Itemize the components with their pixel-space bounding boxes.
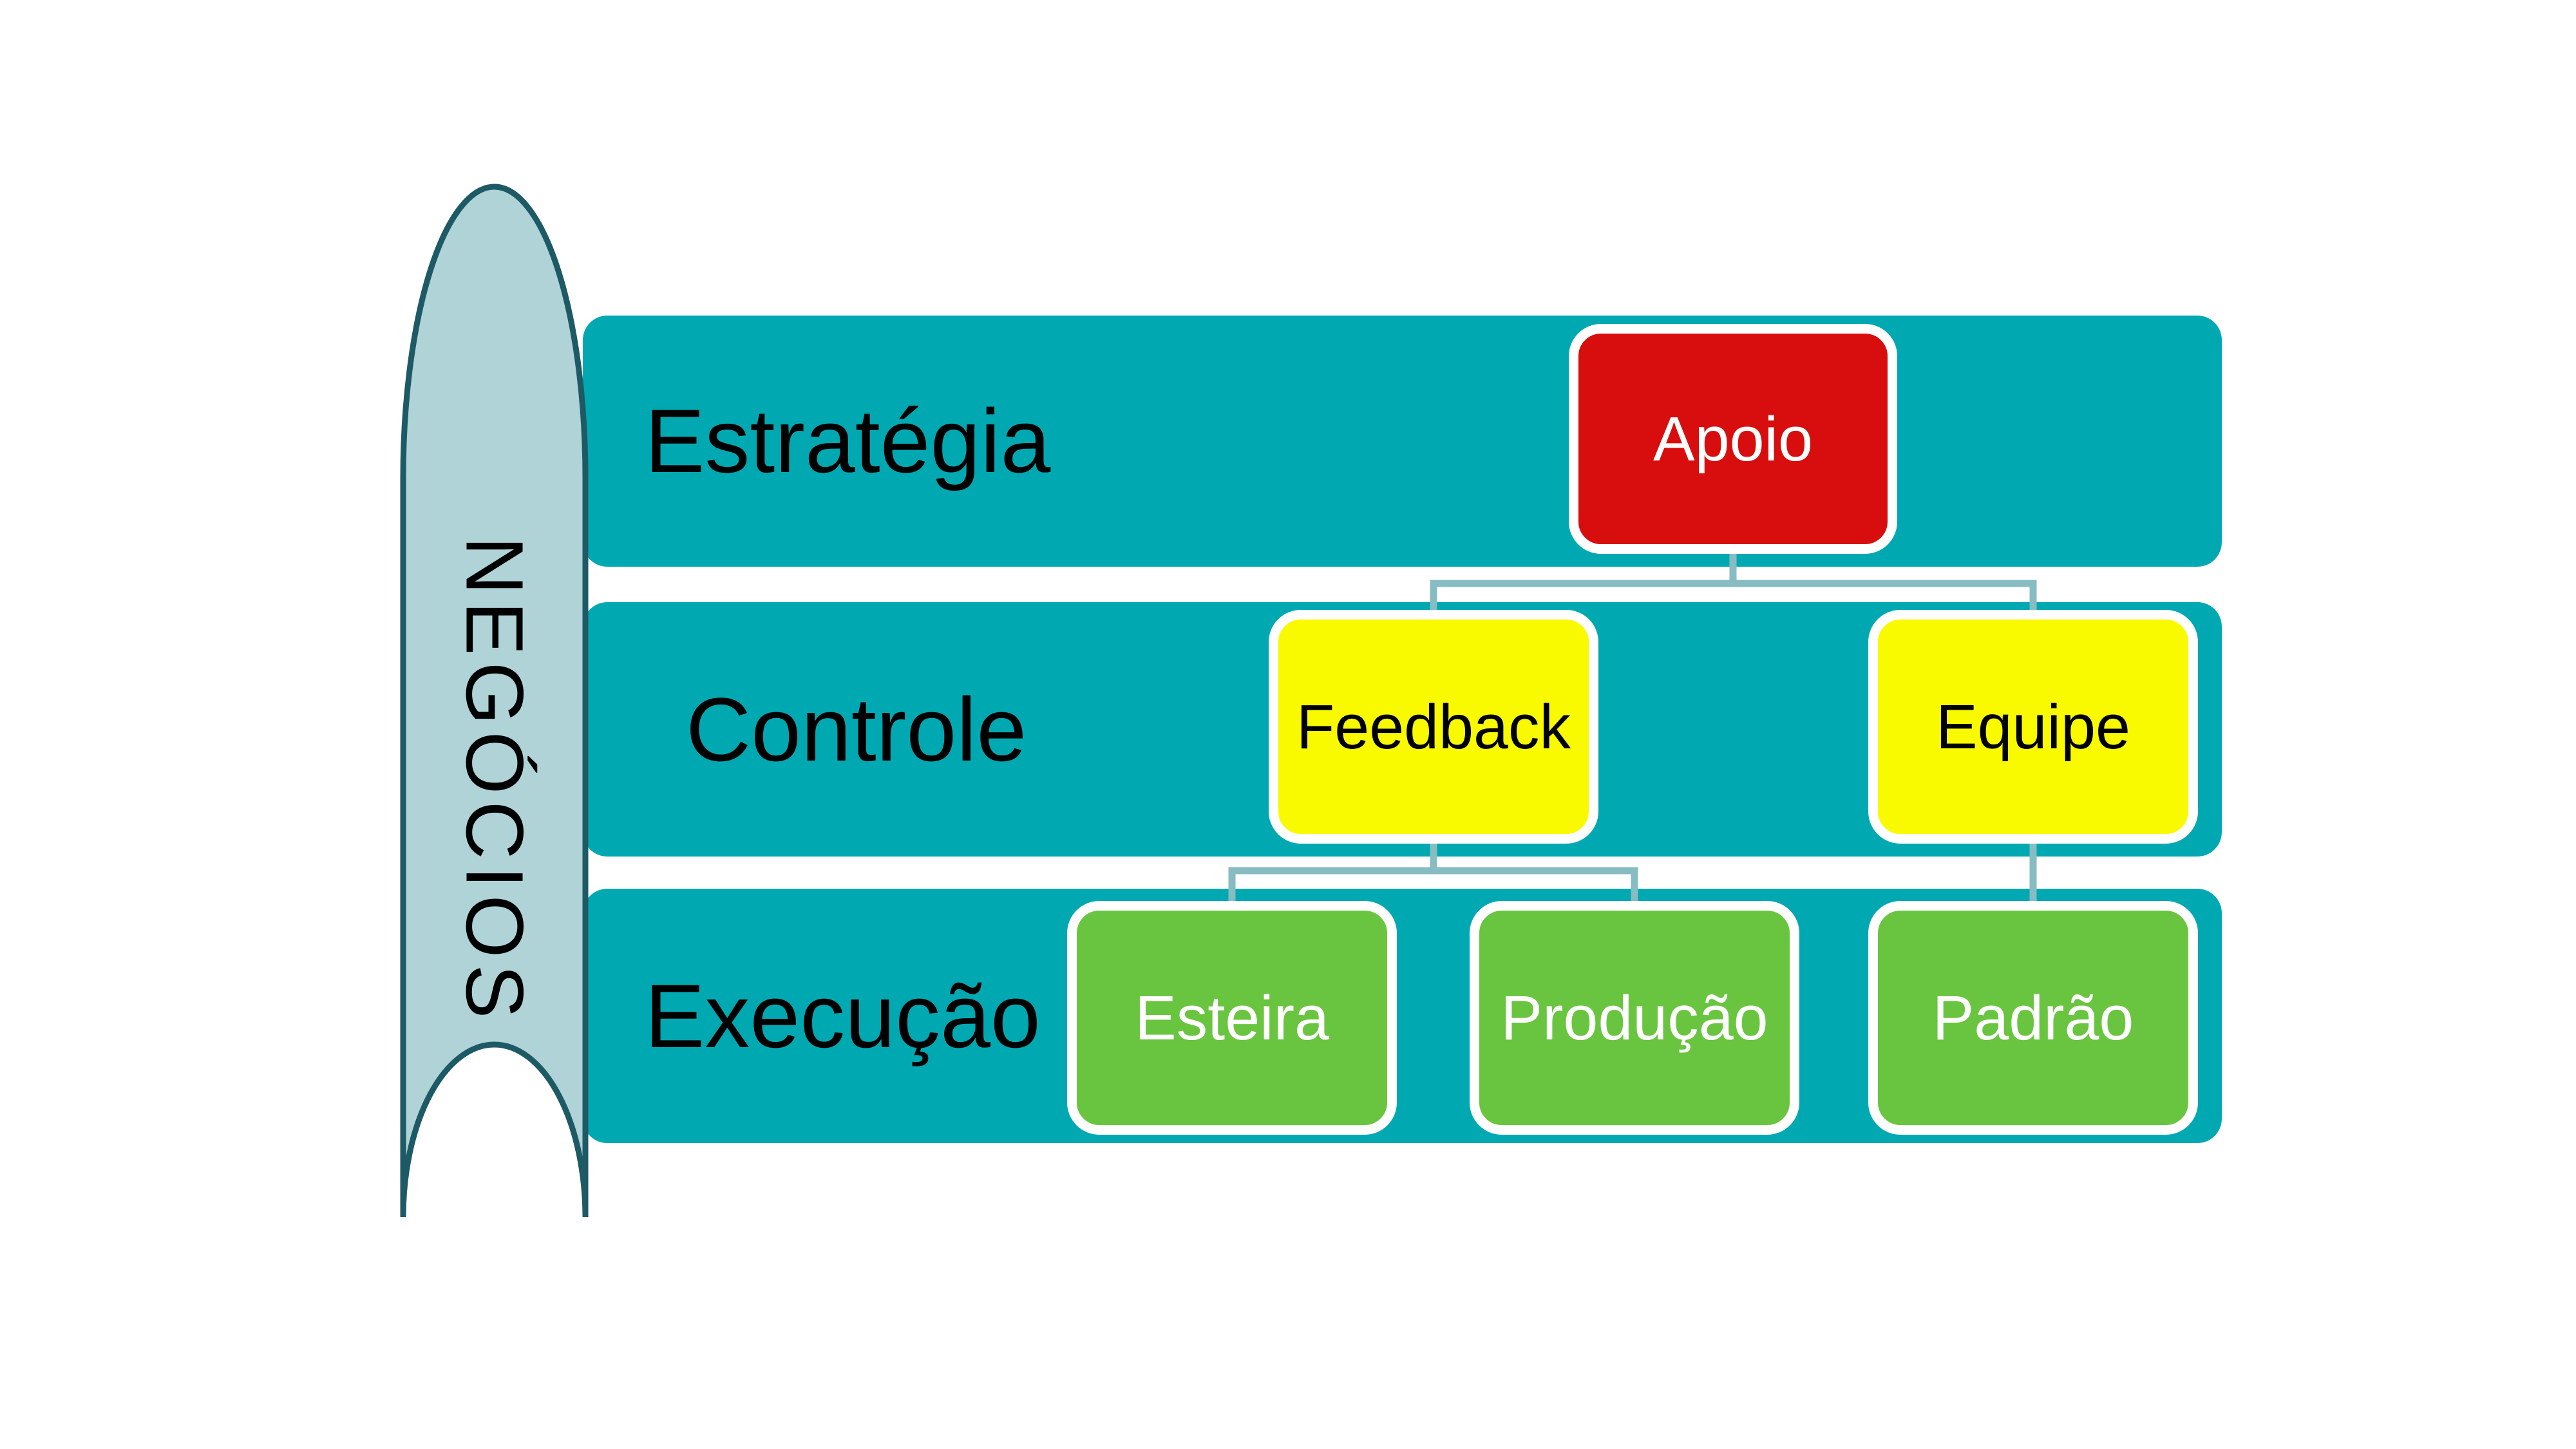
node-producao-label: Produção bbox=[1501, 983, 1768, 1053]
band-estrategia: Estratégia bbox=[583, 316, 2222, 567]
band-controle-label: Controle bbox=[686, 678, 1027, 780]
negocios-ribbon-label: NEGÓCIOS bbox=[449, 536, 540, 1025]
node-esteira: Esteira bbox=[1067, 901, 1397, 1135]
node-equipe-label: Equipe bbox=[1935, 692, 2131, 762]
node-esteira-label: Esteira bbox=[1135, 983, 1329, 1053]
node-padrao: Padrão bbox=[1868, 901, 2198, 1135]
node-feedback-label: Feedback bbox=[1296, 692, 1571, 762]
band-execucao-label: Execução bbox=[645, 965, 1041, 1066]
node-padrao-label: Padrão bbox=[1932, 983, 2134, 1053]
node-equipe: Equipe bbox=[1868, 610, 2198, 844]
node-apoio-label: Apoio bbox=[1653, 404, 1814, 474]
node-feedback: Feedback bbox=[1269, 610, 1598, 844]
band-estrategia-label: Estratégia bbox=[645, 390, 1051, 491]
node-producao: Produção bbox=[1470, 901, 1799, 1135]
node-apoio: Apoio bbox=[1569, 324, 1897, 554]
